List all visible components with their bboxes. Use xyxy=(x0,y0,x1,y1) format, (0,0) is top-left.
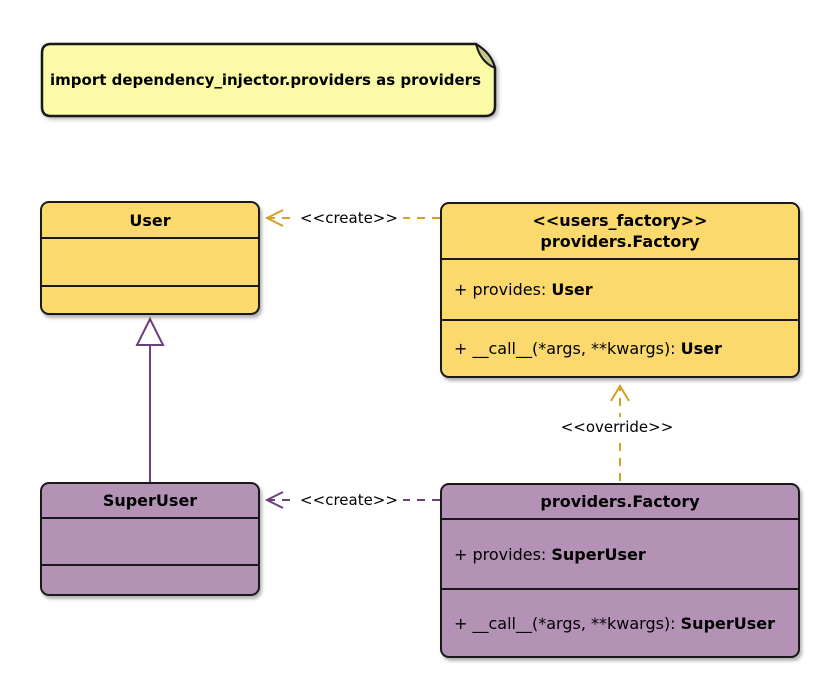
class-super-users-factory-title: providers.Factory xyxy=(540,492,700,511)
hollow-triangle-arrowhead-icon xyxy=(135,316,165,346)
class-user: User xyxy=(40,201,260,315)
class-users-factory-header: <<users_factory>> providers.Factory xyxy=(442,204,798,258)
create-superuser-edge-label: <<create>> xyxy=(295,490,403,510)
import-note: import dependency_injector.providers as … xyxy=(40,42,497,118)
class-users-factory-stereotype: <<users_factory>> xyxy=(532,211,708,230)
inheritance-edge xyxy=(135,316,165,482)
open-arrowhead-icon xyxy=(264,209,284,227)
import-note-text: import dependency_injector.providers as … xyxy=(50,71,482,89)
class-superuser-attributes xyxy=(42,517,258,564)
class-superuser-methods xyxy=(42,564,258,594)
class-users-factory-attribute-provides: + provides: User xyxy=(442,258,798,319)
class-users-factory-method-call: + __call__(*args, **kwargs): User xyxy=(442,319,798,376)
class-users-factory: <<users_factory>> providers.Factory + pr… xyxy=(440,202,800,378)
note-fold-corner-icon xyxy=(475,43,496,69)
open-arrowhead-icon xyxy=(264,491,284,509)
class-user-attributes xyxy=(42,237,258,285)
class-super-users-factory-method-call: + __call__(*args, **kwargs): SuperUser xyxy=(442,588,798,656)
open-arrowhead-icon xyxy=(610,384,630,402)
class-superuser: SuperUser xyxy=(40,482,260,596)
create-user-edge-label: <<create>> xyxy=(295,208,403,228)
class-superuser-title: SuperUser xyxy=(102,491,198,510)
class-user-methods xyxy=(42,285,258,313)
override-edge-label: <<override>> xyxy=(555,417,679,437)
class-users-factory-title: providers.Factory xyxy=(540,232,700,251)
class-super-users-factory-attribute-provides: + provides: SuperUser xyxy=(442,518,798,588)
note-shape xyxy=(40,42,497,118)
class-super-users-factory: providers.Factory + provides: SuperUser … xyxy=(440,483,800,658)
class-user-title: User xyxy=(129,210,171,230)
